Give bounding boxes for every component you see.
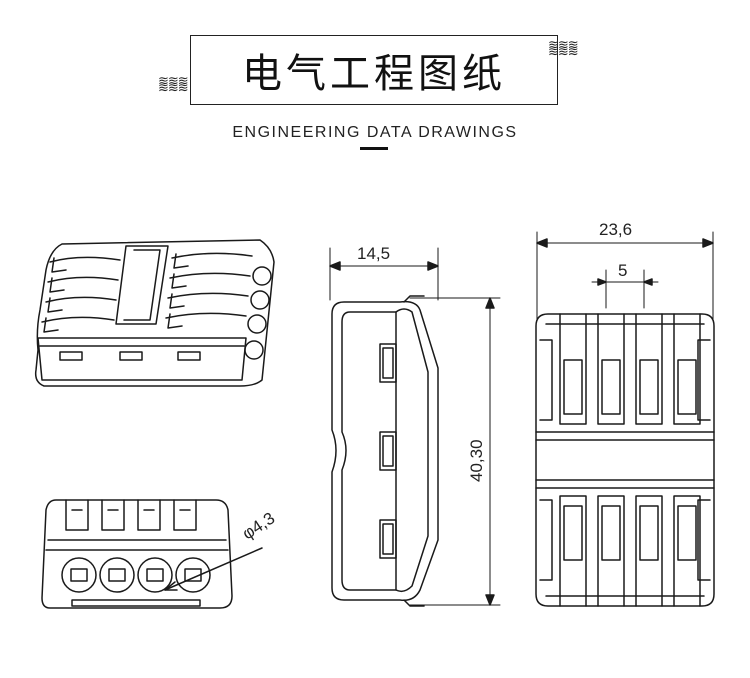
isometric-view xyxy=(34,239,275,387)
total-width-label: 23,6 xyxy=(599,220,632,239)
side-width-label: 14,5 xyxy=(357,244,390,263)
title-frame: 电气工程图纸 xyxy=(190,35,558,105)
hole-diameter-label: φ4,3 xyxy=(239,509,278,544)
page-title: 电气工程图纸 xyxy=(242,51,506,97)
top-view xyxy=(535,231,715,607)
front-view xyxy=(41,499,263,609)
wave-decoration-left: ≋≋≋≋≋≋ xyxy=(158,74,189,96)
pitch-label: 5 xyxy=(618,261,627,280)
wave-decoration-right: ≋≋≋≋≋≋ xyxy=(548,38,579,60)
side-view xyxy=(329,247,501,607)
height-label: 40,30 xyxy=(467,439,486,482)
page-subtitle: ENGINEERING DATA DRAWINGS xyxy=(232,124,518,141)
subtitle-underline xyxy=(360,147,388,150)
